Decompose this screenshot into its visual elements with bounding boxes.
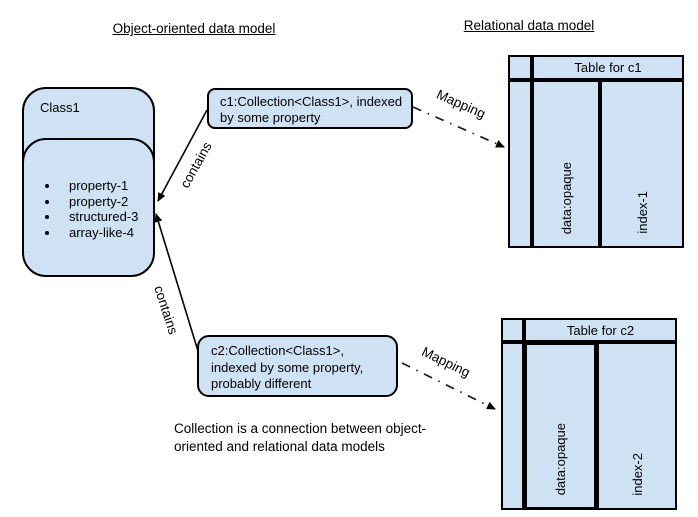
class1-property-list: property-1 property-2 structured-3 array… [24,178,153,240]
table-c2: Table for c2 data:opaque index-2 [501,318,677,510]
table-c2-corner-cell [501,318,524,342]
table-c2-data-column: data:opaque [524,342,597,510]
contains-label-2: contains [151,283,181,337]
table-c1-data-column-label: data:opaque [558,161,574,234]
class1-title: Class1 [40,100,80,115]
property-item-4: array-like-4 [60,225,153,241]
collection-footnote: Collection is a connection between objec… [174,421,427,454]
table-c1-corner-cell [508,55,532,80]
table-c2-data-column-label: data:opaque [553,422,568,495]
class1-properties-shape: property-1 property-2 structured-3 array… [22,138,155,277]
property-item-1: property-1 [60,178,153,194]
table-c1-index-column: index-1 [600,80,684,248]
mapping-label-1: Mapping [434,86,488,122]
relational-heading: Relational data model [463,18,595,33]
collection-c1-shape: c1:Collection<Class1>, indexed by some p… [207,88,413,129]
property-item-3: structured-3 [60,209,153,225]
table-c2-side-cell [501,342,524,510]
table-c1-title: Table for c1 [532,55,684,80]
table-c2-title: Table for c2 [524,318,677,342]
mapping-edge-1 [412,106,505,148]
property-item-2: property-2 [60,194,153,210]
object-oriented-heading: Object-oriented data model [112,21,276,36]
collection-c2-shape: c2:Collection<Class1>, indexed by some p… [197,335,398,397]
table-c1-side-cell [508,80,532,248]
contains-label-1: contains [177,139,215,191]
table-c1-index-column-label: index-1 [634,191,650,234]
table-c1-data-column: data:opaque [532,80,600,248]
table-c1: Table for c1 data:opaque index-1 [508,55,684,248]
mapping-label-2: Mapping [419,343,473,381]
table-c2-index-column-label: index-2 [629,453,645,496]
table-c2-index-column: index-2 [597,342,677,510]
